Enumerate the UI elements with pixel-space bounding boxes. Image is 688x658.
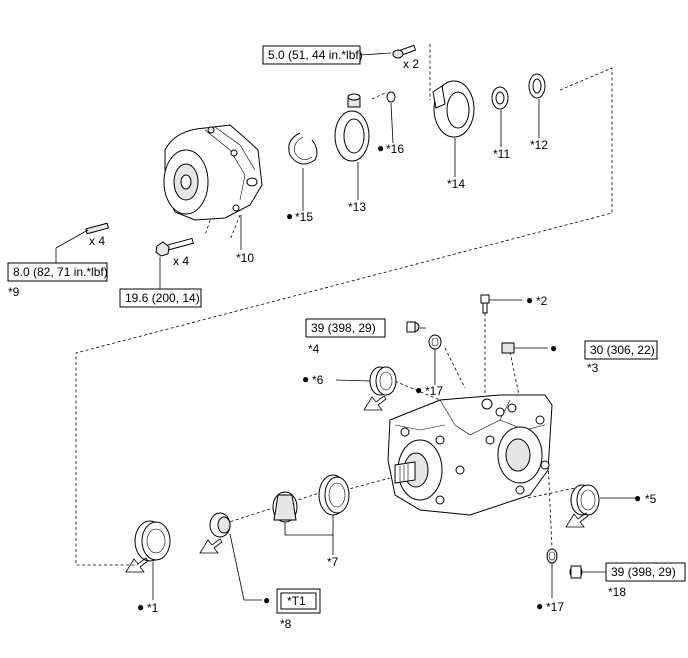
callout-label: *11 [493,147,510,161]
drain-plug-18 [569,565,583,579]
callout-label: *12 [530,138,548,152]
callout-label: *13 [348,200,366,214]
arrow-icon [199,538,223,554]
bullet-icon: ● [377,141,384,155]
callout-label: *4 [308,342,320,356]
oil-seal-13 [334,93,370,162]
oil-seal-1 [134,520,171,562]
o-ring-17-upper [428,334,442,350]
arrow-icon [125,557,149,573]
callout-label: *17 [546,600,564,614]
companion-flange-8 [209,512,231,538]
bullets: ● ● ● ● ● ● ● ● ● ● [137,141,641,614]
install-arrows [125,395,589,573]
torque-text: 5.0 (51, 44 in.*lbf) [268,48,363,62]
breather-plug-2 [480,294,490,314]
washer-11 [491,86,509,110]
torque-text: 39 (398, 29) [311,321,376,335]
filler-plug-4 [406,321,420,333]
bullet-icon: ● [526,293,533,307]
quantity-label: x 4 [89,234,105,248]
torque-spec-t5: 30 (306, 22) [584,340,658,360]
callout-label: *16 [386,142,404,156]
callout-label: *14 [447,177,465,191]
bullet-icon: ● [137,600,144,614]
bearing-7 [272,474,350,523]
torque-spec-t1: 5.0 (51, 44 in.*lbf) [262,45,363,65]
differential-carrier-housing [387,394,553,516]
cover-plate-14 [432,80,475,138]
bullet-icon: ● [415,383,422,397]
callout-label: *1 [147,601,159,615]
leader-lines [55,52,640,601]
callout-labels: *1 *2 *3 *4 *5 *6 *7 *8 *9 *10 *11 *12 *… [8,138,657,631]
callout-label: *10 [236,251,254,265]
bullet-icon: ● [634,491,641,505]
torque-spec-t7: *T1 [276,588,321,614]
washer-12 [528,73,546,99]
torque-spec-t3: 19.6 (200, 14) [119,288,202,308]
o-ring-16 [386,91,396,103]
bullet-icon: ● [536,599,543,613]
callout-label: *17 [425,384,443,398]
bullet-icon: ● [263,593,270,607]
torque-text: 39 (398, 29) [611,565,676,579]
callout-label: *2 [536,294,548,308]
oil-seal-6 [369,366,397,396]
bolt-rear-cover [155,237,194,257]
oil-seal-5 [570,484,600,516]
callout-label: *9 [8,285,20,299]
assembly-guide-lines [75,44,613,566]
bullet-icon: ● [302,372,309,386]
callout-label: *7 [327,555,339,569]
torque-text: *T1 [287,594,306,608]
torque-text: 19.6 (200, 14) [125,291,200,305]
rear-cover-housing [163,124,263,221]
o-ring-17-lower [546,548,558,564]
snap-ring-15 [288,132,318,165]
callout-label: *8 [280,617,292,631]
torque-spec-t4: 39 (398, 29) [305,318,386,338]
bullet-icon: ● [286,209,293,223]
callout-label: *15 [295,210,313,224]
torque-spec-t6: 39 (398, 29) [605,562,686,582]
quantity-label: x 4 [173,254,189,268]
torque-text: 30 (306, 22) [590,343,655,357]
callout-label: *3 [587,361,599,375]
arrow-icon [565,512,589,528]
bullet-icon: ● [550,341,557,355]
torque-spec-t2: 8.0 (82, 71 in.*lbf) [7,262,108,282]
callout-label: *18 [608,585,626,599]
quantity-label: x 2 [403,57,419,71]
callout-label: *5 [645,492,657,506]
callout-label: *6 [312,373,324,387]
arrow-icon [363,395,387,411]
bolt-top-cover [392,44,417,59]
stud-bolt-9 [85,222,110,235]
plug-3 [501,342,515,354]
torque-text: 8.0 (82, 71 in.*lbf) [13,265,108,279]
